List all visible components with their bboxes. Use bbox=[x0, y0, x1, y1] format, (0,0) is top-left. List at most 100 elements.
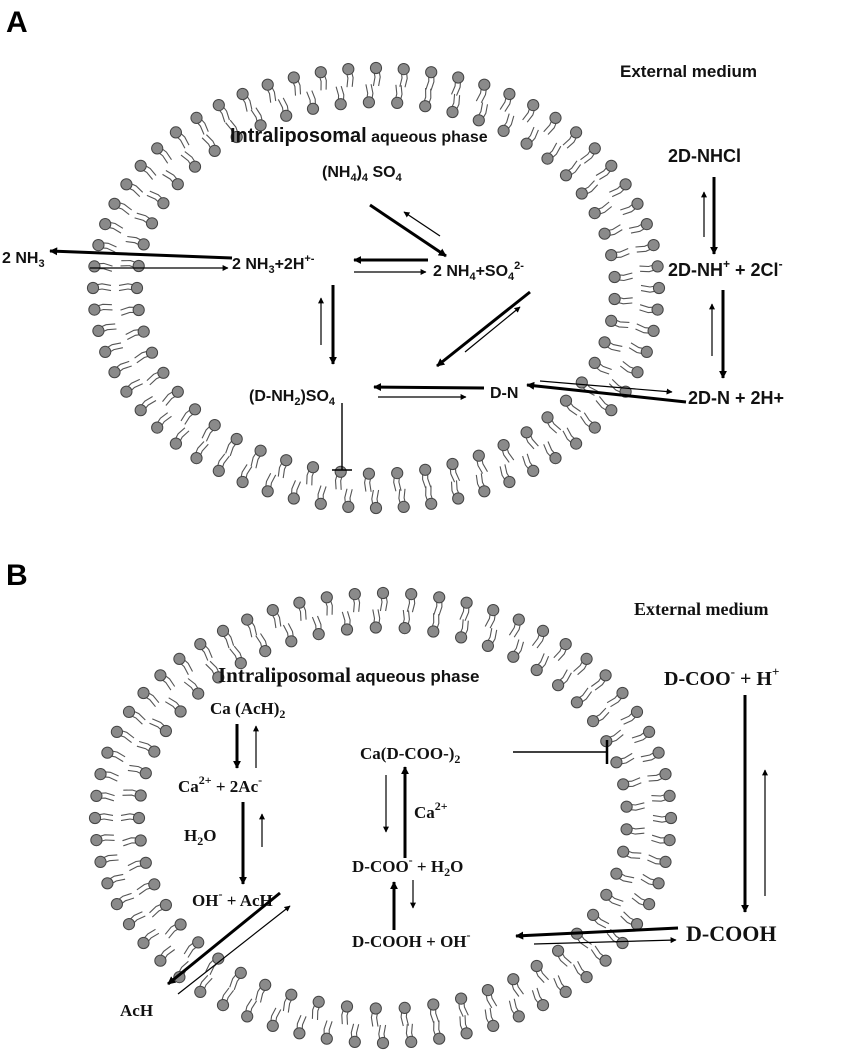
drug-base-inside-label: D-N bbox=[490, 385, 518, 402]
membrane-b-lipid-head bbox=[530, 663, 543, 677]
membrane-a-lipid-head bbox=[631, 366, 644, 379]
membrane-a-lipid-head bbox=[236, 475, 249, 489]
membrane-b-lipid-head bbox=[536, 999, 550, 1012]
membrane-a-lipid-head bbox=[446, 105, 459, 119]
membrane-a-lipid-head bbox=[99, 345, 112, 358]
membrane-b-lipid-head bbox=[663, 789, 676, 803]
membrane-a-lipid-head bbox=[559, 169, 573, 182]
membrane-a-lipid-head bbox=[397, 500, 410, 513]
sulfate-to-drug-arrow bbox=[436, 290, 531, 368]
membrane-a-lipid-head bbox=[651, 260, 664, 273]
membrane-a-lipid-head bbox=[261, 78, 274, 91]
membrane-a-lipid-head bbox=[88, 260, 101, 273]
membrane-a-lipid-head bbox=[478, 78, 491, 91]
water-label-b: H2O bbox=[184, 826, 216, 848]
membrane-a-lipid-head bbox=[137, 238, 150, 251]
membrane-a-lipid-head bbox=[647, 239, 660, 252]
membrane-a-lipid-head bbox=[605, 159, 618, 172]
membrane-a-lipid-head bbox=[652, 281, 666, 295]
membrane-b-lipid-head bbox=[148, 878, 161, 891]
membrane-a-lipid-head bbox=[342, 63, 355, 76]
membrane-b-lipid-head bbox=[664, 811, 678, 825]
membrane-a-lipid-head bbox=[570, 437, 583, 450]
calcium-drug-complex-label: Ca(D-COO-)2 bbox=[360, 744, 460, 766]
membrane-b-lipid-head bbox=[455, 992, 468, 1005]
hydroxide-acetic-acid-label: OH- + AcH bbox=[192, 887, 273, 910]
membrane-b-lipid-head bbox=[512, 1010, 525, 1023]
membrane-b-lipid-head bbox=[599, 669, 612, 682]
membrane-b-lipid-head bbox=[293, 596, 306, 609]
membrane-a-lipid-head bbox=[419, 463, 432, 476]
membrane-a-lipid-head bbox=[446, 457, 459, 471]
membrane-b-lipid-head bbox=[433, 1032, 446, 1045]
membrane-a-lipid-head bbox=[92, 239, 105, 252]
acid-hydroxide-label: D-COOH + OH- bbox=[352, 928, 471, 951]
membrane-a-lipid-head bbox=[145, 217, 159, 230]
reaction-arrows-a bbox=[49, 177, 727, 471]
membrane-b-lipid-head bbox=[460, 596, 473, 609]
membrane-a-lipid-head bbox=[188, 403, 202, 416]
membrane-b-lipid-head bbox=[241, 1010, 254, 1023]
drug-efflux-arrow bbox=[539, 380, 673, 395]
ammonium-sulfate-ions-label: 2 NH4+SO42- bbox=[433, 260, 524, 283]
membrane-b-lipid-head bbox=[610, 867, 623, 880]
membrane-a-lipid-head bbox=[570, 126, 583, 139]
membrane-a-lipid-head bbox=[169, 437, 182, 450]
calcium-acetate-label: Ca (AcH)2 bbox=[210, 699, 285, 721]
membrane-b-lipid-head bbox=[652, 746, 665, 759]
membrane-a-lipid-head bbox=[137, 325, 150, 338]
membrane-b-lipid-head bbox=[110, 725, 124, 739]
membrane-b-lipid-head bbox=[587, 908, 600, 922]
membrane-b-lipid-head bbox=[266, 1019, 279, 1033]
membrane-a-lipid-head bbox=[549, 111, 562, 125]
membrane-b-lipid-head bbox=[376, 1036, 390, 1050]
membrane-a-lipid-head bbox=[254, 119, 267, 132]
membrane-a-lipid-head bbox=[452, 492, 465, 505]
membrane-b-lipid-head bbox=[241, 613, 254, 626]
carboxylate-water-label: D-COO- + H2O bbox=[352, 853, 463, 879]
membrane-a-lipid-head bbox=[334, 98, 347, 111]
drug-influx-arrow bbox=[526, 381, 687, 404]
membrane-b-lipid-head bbox=[139, 856, 152, 869]
membrane-a-lipid-head bbox=[130, 281, 144, 295]
membrane-a-lipid-head bbox=[342, 500, 355, 513]
membrane-a-lipid-head bbox=[598, 227, 611, 240]
membrane-a-lipid-head bbox=[306, 461, 320, 474]
calcium-acetate-ions-label: Ca2+ + 2Ac- bbox=[178, 773, 262, 796]
membrane-b-lipid-head bbox=[216, 999, 230, 1012]
membrane-a-lipid-head bbox=[108, 366, 121, 379]
membrane-a-lipid-head bbox=[280, 454, 293, 467]
membrane-a-lipid-head bbox=[254, 444, 267, 457]
membrane-a-lipid-head bbox=[419, 100, 432, 113]
acetic-acid-influx-arrow bbox=[177, 905, 291, 995]
membrane-a-lipid-head bbox=[541, 411, 554, 424]
membrane-b-lipid-head bbox=[530, 959, 543, 973]
membrane-b-lipid-head bbox=[630, 918, 644, 931]
membrane-a-lipid-head bbox=[369, 61, 383, 75]
membrane-a-lipid-head bbox=[171, 178, 184, 191]
acid-influx-arrow bbox=[515, 926, 679, 940]
membrane-a-lipid-head bbox=[86, 281, 100, 295]
membrane-b-lipid-head bbox=[340, 1000, 354, 1013]
membrane-b-lipid-head bbox=[90, 789, 103, 803]
membrane-a-lipid-head bbox=[108, 197, 121, 210]
ammonia-inside-label: 2 NH3+2H+- bbox=[232, 253, 315, 276]
membrane-a-lipid-head bbox=[157, 197, 170, 210]
membrane-a-lipid-head bbox=[362, 96, 375, 109]
membrane-b-lipid-head bbox=[285, 635, 298, 648]
membrane-b-lipid-head bbox=[320, 1032, 333, 1045]
membrane-a-lipid-head bbox=[497, 124, 510, 137]
membrane-b-lipid-head bbox=[481, 639, 494, 653]
membrane-b-lipid-head bbox=[580, 971, 593, 984]
membrane-a-lipid-head bbox=[640, 218, 653, 231]
membrane-a-lipid-head bbox=[497, 439, 510, 452]
membrane-a-lipid-head bbox=[549, 452, 562, 465]
membrane-a-lipid-head bbox=[608, 270, 621, 284]
membrane-b-lipid-head bbox=[643, 898, 656, 911]
liposome-bilayer-b bbox=[88, 586, 678, 1050]
membrane-a-lipid-head bbox=[169, 126, 182, 139]
membrane-b-lipid-head bbox=[427, 625, 440, 638]
membrane-a-lipid-head bbox=[472, 449, 485, 462]
external-medium-label-b: External medium bbox=[634, 599, 769, 619]
membrane-a-lipid-head bbox=[369, 501, 383, 515]
